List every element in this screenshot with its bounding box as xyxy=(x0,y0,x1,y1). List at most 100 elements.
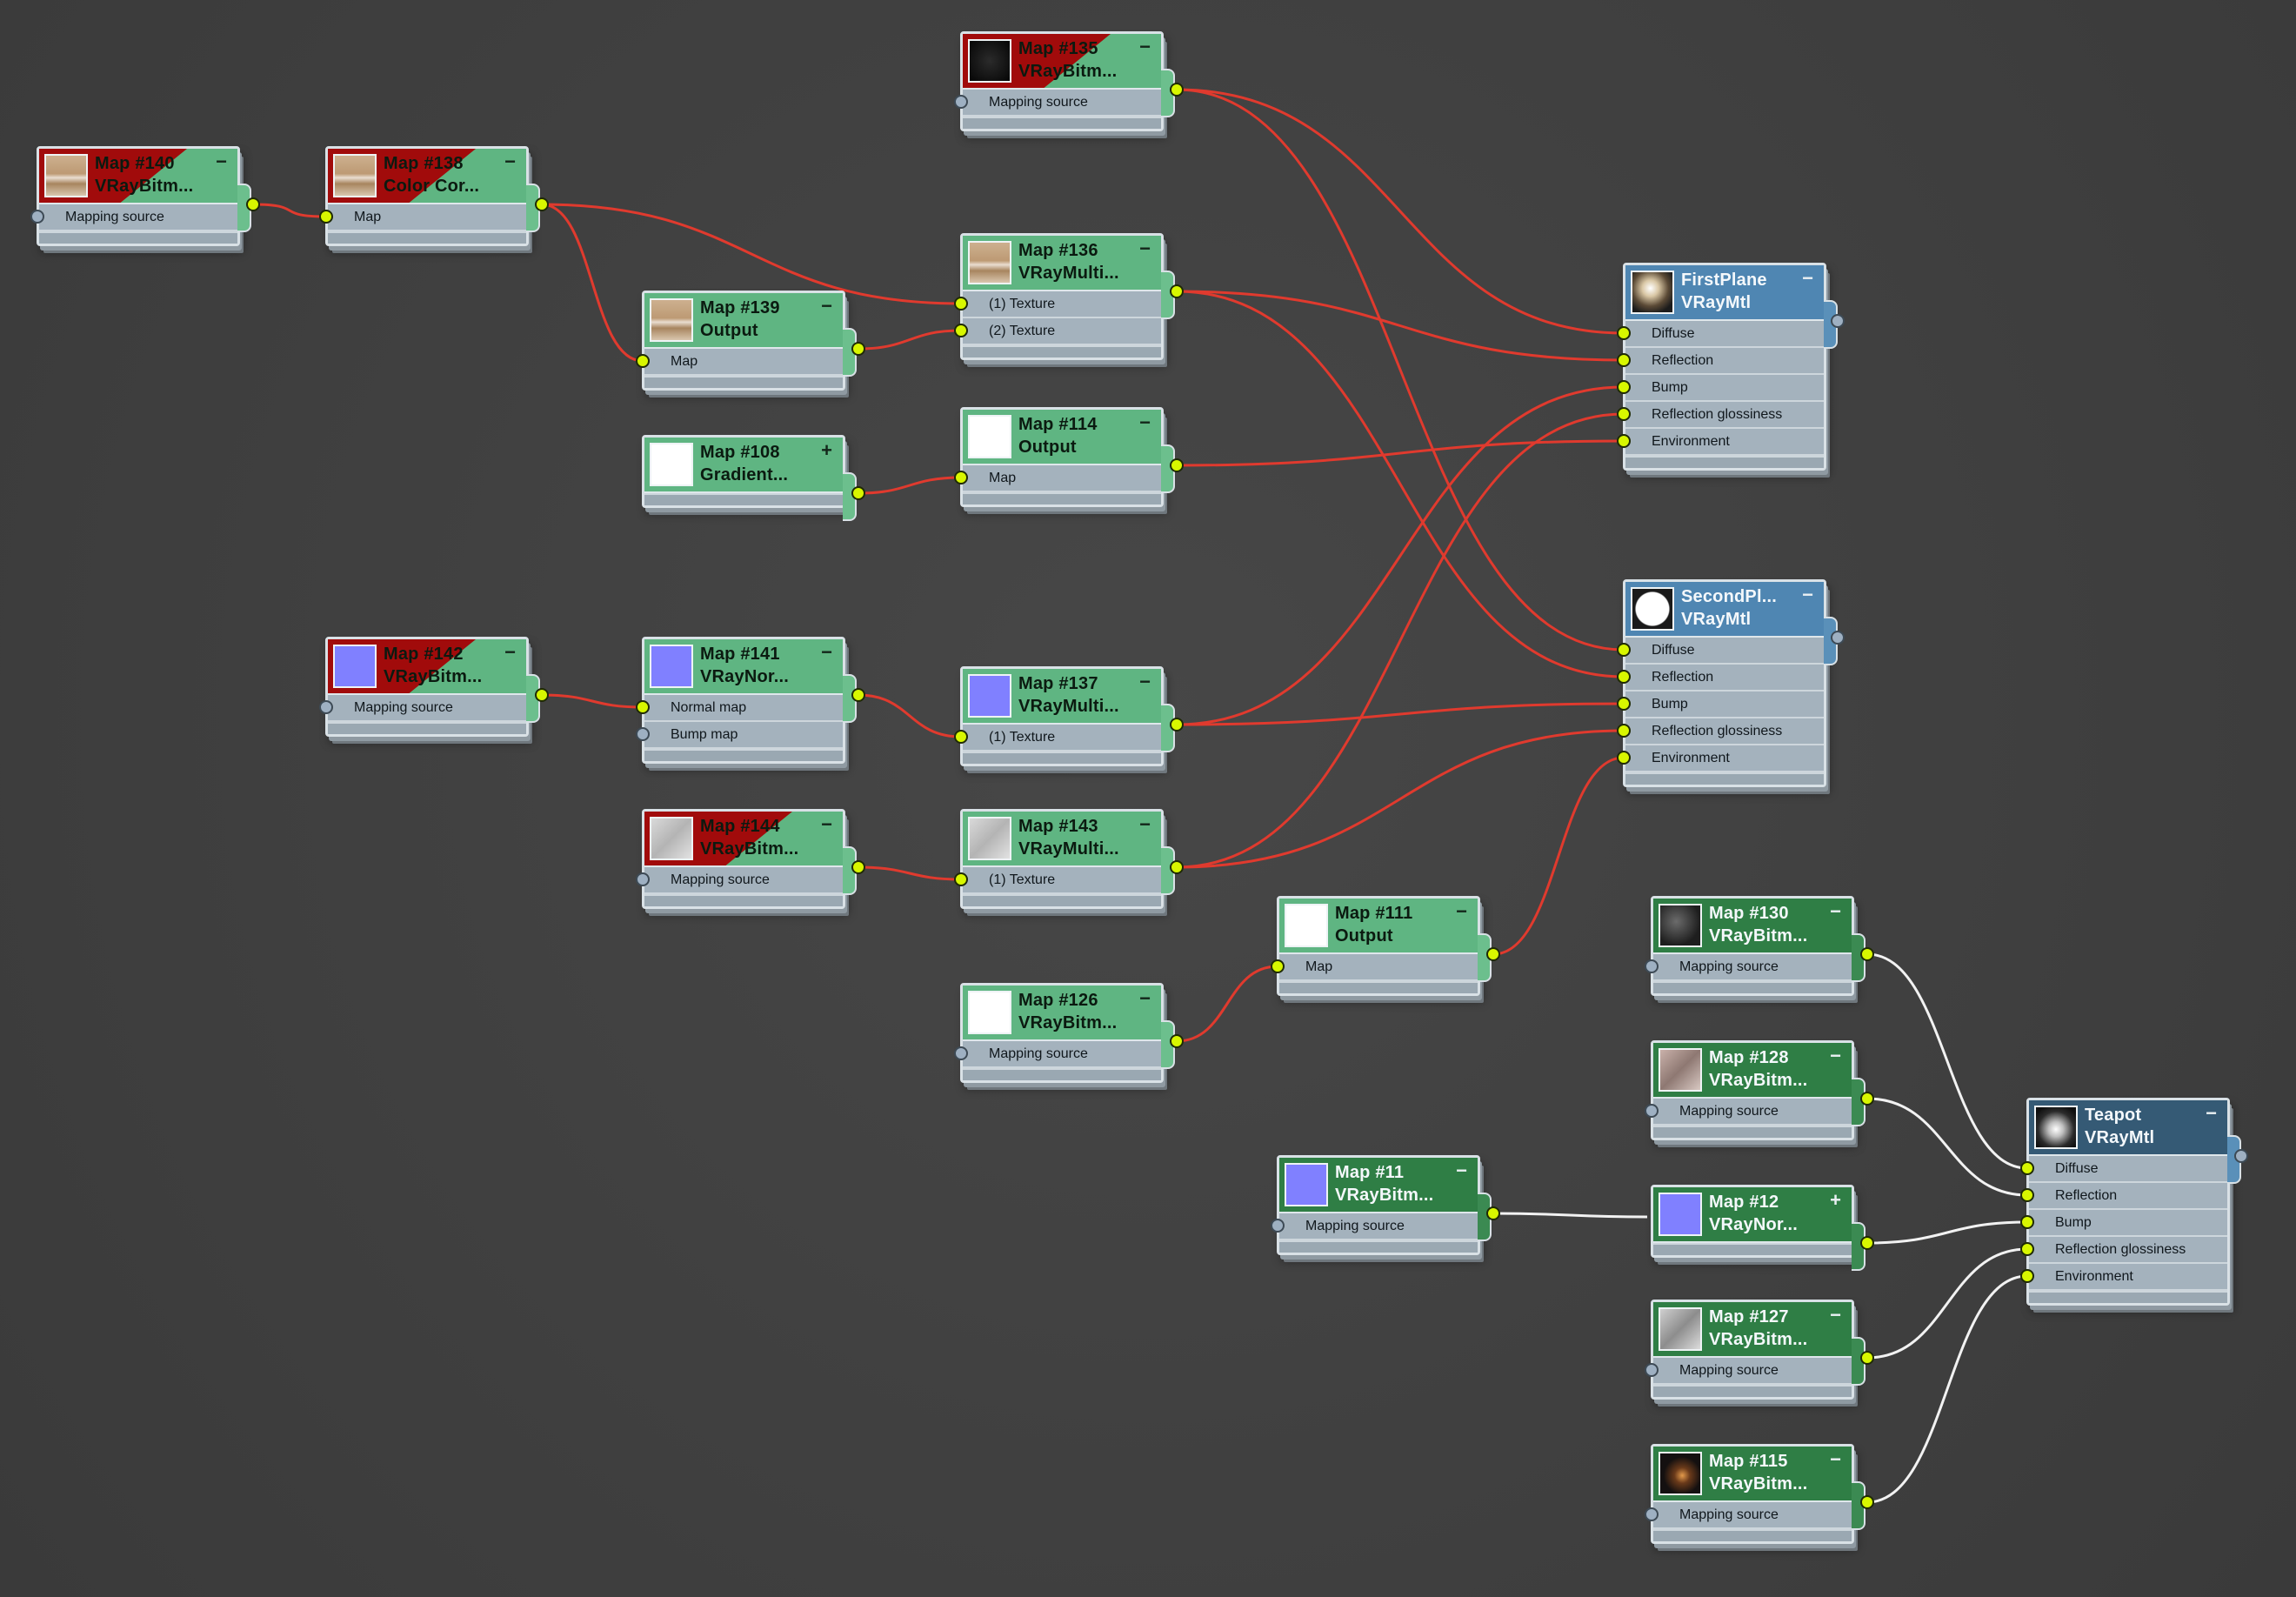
collapse-icon[interactable]: − xyxy=(504,150,516,172)
output-socket[interactable] xyxy=(535,688,549,702)
node-resize-footer[interactable] xyxy=(963,345,1161,357)
node-resize-footer[interactable] xyxy=(328,231,526,244)
collapse-icon[interactable]: − xyxy=(2206,1102,2217,1124)
collapse-icon[interactable]: − xyxy=(821,641,832,663)
node-resize-footer[interactable] xyxy=(1625,456,1824,468)
collapse-icon[interactable]: − xyxy=(821,295,832,317)
connected-input-socket[interactable] xyxy=(954,324,968,337)
empty-input-socket[interactable] xyxy=(1645,1104,1659,1118)
input-slot[interactable]: Map xyxy=(319,204,526,231)
input-slot[interactable]: Reflection xyxy=(1617,348,1824,375)
input-slot[interactable]: Diffuse xyxy=(1617,321,1824,348)
connected-input-socket[interactable] xyxy=(2020,1269,2034,1283)
input-slot[interactable]: Diffuse xyxy=(1617,638,1824,665)
node-resize-footer[interactable] xyxy=(1653,1529,1852,1541)
connection-wire[interactable] xyxy=(541,203,644,363)
output-socket[interactable] xyxy=(1170,860,1184,874)
connected-input-socket[interactable] xyxy=(1617,380,1631,394)
input-slot[interactable]: Reflection glossiness xyxy=(1617,402,1824,429)
input-slot[interactable]: (1) Texture xyxy=(954,867,1161,894)
node-resize-footer[interactable] xyxy=(963,1068,1161,1080)
output-socket[interactable] xyxy=(1831,631,1845,645)
input-slot[interactable]: Map xyxy=(954,465,1161,492)
output-socket[interactable] xyxy=(1170,718,1184,732)
input-slot[interactable]: Map xyxy=(636,349,843,376)
connected-input-socket[interactable] xyxy=(1617,724,1631,738)
collapse-icon[interactable]: − xyxy=(504,641,516,663)
connection-wire[interactable] xyxy=(1176,729,1625,869)
input-slot[interactable]: Diffuse xyxy=(2020,1156,2227,1183)
node-resize-footer[interactable] xyxy=(39,231,237,244)
collapse-icon[interactable]: − xyxy=(1830,1304,1841,1326)
connection-wire[interactable] xyxy=(858,329,962,351)
selected-connection-wire[interactable] xyxy=(1866,1097,2028,1197)
connection-wire[interactable] xyxy=(858,693,962,738)
expand-icon[interactable]: + xyxy=(821,439,832,461)
input-slot[interactable]: Reflection glossiness xyxy=(2020,1237,2227,1264)
selected-connection-wire[interactable] xyxy=(1492,1212,1648,1219)
connected-input-socket[interactable] xyxy=(2020,1188,2034,1202)
connection-wire[interactable] xyxy=(252,203,327,218)
connected-input-socket[interactable] xyxy=(1617,353,1631,367)
output-socket[interactable] xyxy=(535,197,549,211)
collapse-icon[interactable]: − xyxy=(1802,584,1813,605)
collapse-icon[interactable]: − xyxy=(821,813,832,835)
output-socket[interactable] xyxy=(851,688,865,702)
connection-wire[interactable] xyxy=(1176,702,1625,726)
input-slot[interactable]: Normal map xyxy=(636,695,843,722)
connection-wire[interactable] xyxy=(858,476,962,495)
selected-connection-wire[interactable] xyxy=(1866,952,2028,1170)
connected-input-socket[interactable] xyxy=(954,730,968,744)
input-slot[interactable]: Reflection glossiness xyxy=(1617,718,1824,745)
connected-input-socket[interactable] xyxy=(636,354,650,368)
node-resize-footer[interactable] xyxy=(1279,1240,1478,1253)
empty-input-socket[interactable] xyxy=(954,1046,968,1060)
connection-wire[interactable] xyxy=(1176,439,1625,467)
node-resize-footer[interactable] xyxy=(963,894,1161,906)
input-slot[interactable]: Environment xyxy=(1617,745,1824,772)
connection-wire[interactable] xyxy=(541,693,644,709)
output-socket[interactable] xyxy=(1860,1495,1874,1509)
input-slot[interactable]: Mapping source xyxy=(1645,1099,1852,1126)
output-socket[interactable] xyxy=(851,486,865,500)
connected-input-socket[interactable] xyxy=(1617,751,1631,765)
collapse-icon[interactable]: − xyxy=(1456,900,1467,922)
connected-input-socket[interactable] xyxy=(1617,434,1631,448)
connected-input-socket[interactable] xyxy=(1617,697,1631,711)
node-resize-footer[interactable] xyxy=(644,493,843,505)
connected-input-socket[interactable] xyxy=(1271,959,1285,973)
input-slot[interactable]: Mapping source xyxy=(954,1041,1161,1068)
collapse-icon[interactable]: − xyxy=(1139,411,1151,433)
node-resize-footer[interactable] xyxy=(328,722,526,734)
empty-input-socket[interactable] xyxy=(1645,959,1659,973)
connected-input-socket[interactable] xyxy=(1617,326,1631,340)
node-resize-footer[interactable] xyxy=(1625,772,1824,785)
input-slot[interactable]: Mapping source xyxy=(319,695,526,722)
input-slot[interactable]: Map xyxy=(1271,954,1478,981)
input-slot[interactable]: (2) Texture xyxy=(954,318,1161,345)
collapse-icon[interactable]: − xyxy=(1802,267,1813,289)
node-header[interactable]: SecondPl...VRayMtl− xyxy=(1625,582,1824,638)
output-socket[interactable] xyxy=(1170,1034,1184,1048)
